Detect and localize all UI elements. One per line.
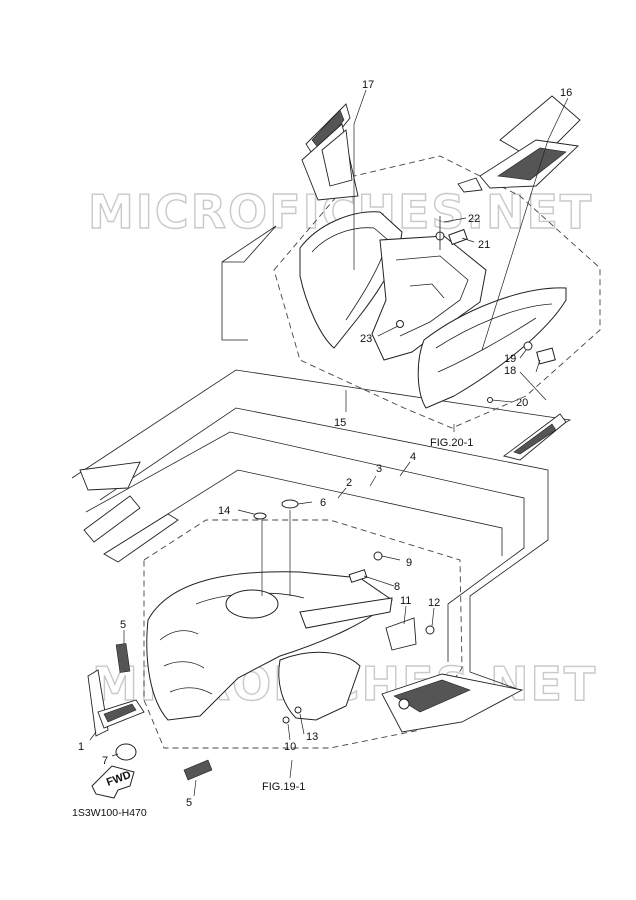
callout-19: 19 [504,353,516,365]
fig-20-1-boundary [273,155,601,429]
callout-13: 13 [306,731,318,743]
plug-14 [253,512,267,520]
bolt-19 [523,341,533,351]
rear-fender-right-panel [417,287,567,409]
fwd-arrow: FWD [91,765,135,799]
decal-5-lower [183,759,213,781]
decal-1 [87,669,145,737]
rear-fender-assembly [273,155,601,429]
decal-outline-3 [85,431,525,662]
clip-20 [487,397,493,403]
callout-9: 9 [406,557,412,569]
callout-18: 18 [504,365,516,377]
callout-6: 6 [320,497,326,509]
callout-8: 8 [394,581,400,593]
fig-ref-lower: FIG.19-1 [262,781,305,793]
emblem-7 [115,743,137,761]
decal-11 [385,617,417,651]
fig-ref-upper: FIG.20-1 [430,437,473,449]
decal-5-upper [115,643,131,673]
decal-17 [301,103,359,201]
callout-17: 17 [362,79,374,91]
bolt-9 [373,551,383,561]
decal-8 [348,569,368,583]
front-fender-rail [299,597,393,629]
callout-15: 15 [334,417,346,429]
callout-23: 23 [360,333,372,345]
nut-23 [396,320,404,328]
callout-3: 3 [376,463,382,475]
decal-left-front-1 [79,461,141,491]
callout-16: 16 [560,87,572,99]
decal-18 [536,347,556,365]
front-fender-right-panel [278,651,361,721]
callout-21: 21 [478,239,490,251]
fig-19-1-boundary [143,519,463,749]
decal-outline-4 [99,407,549,691]
clip-10 [282,716,290,724]
callout-22: 22 [468,213,480,225]
callout-7: 7 [102,755,108,767]
callout-labels: 1 2 3 4 5 5 6 7 8 9 10 11 12 13 14 15 16… [78,79,572,809]
decal-15-strip [502,413,567,461]
decal-left-front-3 [103,513,179,563]
callout-20: 20 [516,397,528,409]
decal-left-front-2 [83,495,141,543]
plug-6 [281,499,299,509]
callout-12: 12 [428,597,440,609]
front-fender-hood [225,589,279,619]
diagram-code: 1S3W100-H470 [72,807,147,819]
callout-1: 1 [78,741,84,753]
bolt-12 [425,625,435,635]
callout-4: 4 [410,451,416,463]
callout-5-lower: 5 [186,797,192,809]
decal-outline-2 [103,469,503,556]
decal-21 [448,228,468,246]
callout-5-upper: 5 [120,619,126,631]
callout-14: 14 [218,505,230,517]
callout-10: 10 [284,741,296,753]
nut-13 [294,706,302,714]
front-fender-assembly [143,499,463,749]
decal-16 [457,95,581,193]
decal-right-emblem [381,673,524,733]
callout-2: 2 [346,477,352,489]
callout-11: 11 [400,595,411,607]
leader-lines [89,89,569,797]
